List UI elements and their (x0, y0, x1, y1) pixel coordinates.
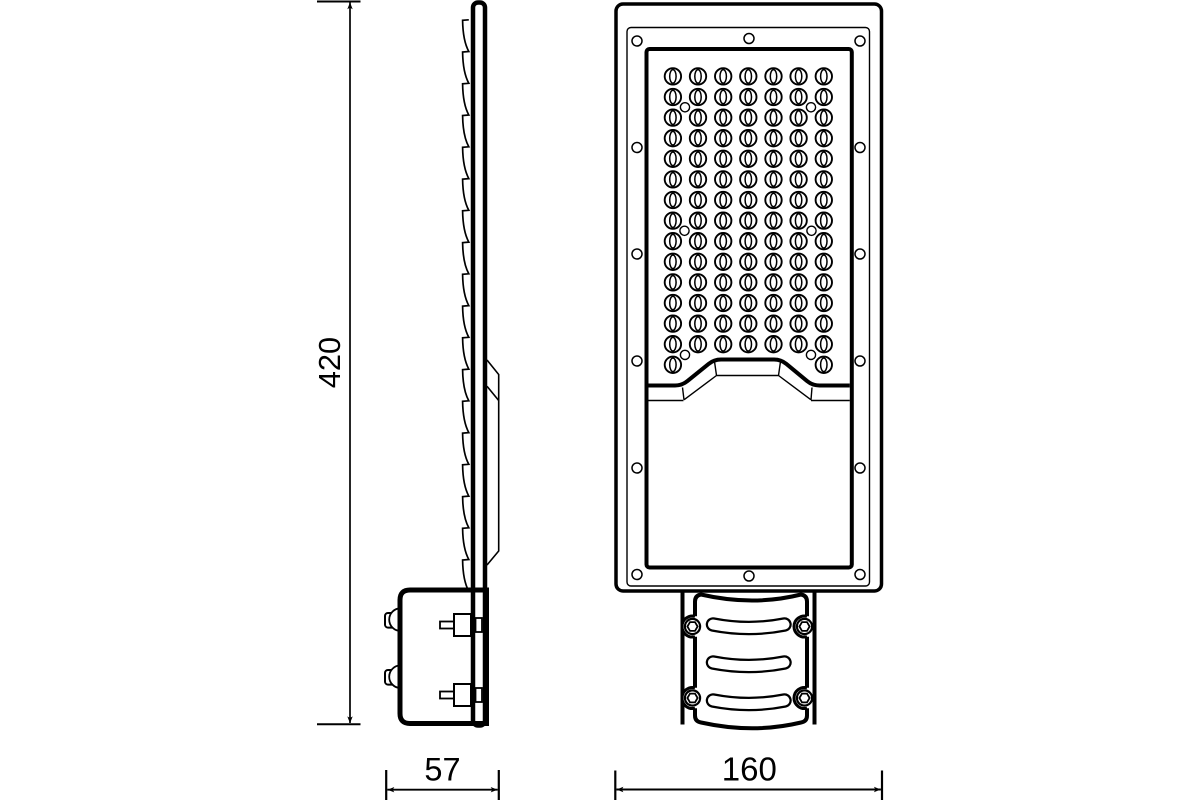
svg-text:160: 160 (722, 751, 777, 788)
svg-text:420: 420 (312, 337, 347, 388)
svg-text:57: 57 (424, 752, 460, 788)
